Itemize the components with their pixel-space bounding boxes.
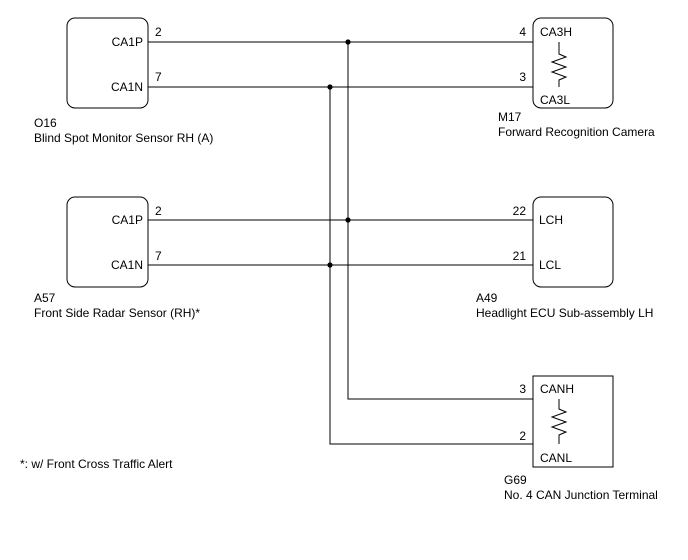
- a49-pin-label-lch: LCH: [539, 213, 563, 227]
- junction-dot: [327, 262, 333, 268]
- a57-pin-number-ca1p: 2: [155, 204, 162, 218]
- m17-pin-label-ca3h: CA3H: [540, 25, 572, 39]
- m17-name: Forward Recognition Camera: [498, 125, 655, 139]
- m17-pin-number-ca3h: 4: [519, 25, 526, 39]
- o16-name: Blind Spot Monitor Sensor RH (A): [34, 131, 213, 145]
- a57-pin-number-ca1n: 7: [155, 249, 162, 263]
- o16-pin-label-ca1n: CA1N: [111, 80, 143, 94]
- m17-pin-number-ca3l: 3: [519, 70, 526, 84]
- a49-pin-number-lcl: 21: [513, 249, 527, 263]
- component-a49: LCH LCL 22 21 A49 Headlight ECU Sub-asse…: [476, 196, 653, 320]
- wire-can-high-bus: [347, 42, 533, 400]
- o16-pin-number-ca1p: 2: [155, 25, 162, 39]
- g69-pin-label-canl: CANL: [540, 451, 572, 465]
- junction-dot: [327, 84, 333, 90]
- component-g69: CANH CANL 3 2 G69 No. 4 CAN Junction Ter…: [504, 375, 658, 502]
- g69-pin-number-canl: 2: [519, 429, 526, 443]
- footnote: *: w/ Front Cross Traffic Alert: [20, 457, 173, 471]
- a49-name: Headlight ECU Sub-assembly LH: [476, 306, 653, 320]
- g69-pin-number-canh: 3: [519, 382, 526, 396]
- junction-dot: [345, 39, 351, 45]
- o16-pin-label-ca1p: CA1P: [112, 35, 143, 49]
- g69-name: No. 4 CAN Junction Terminal: [504, 488, 658, 502]
- wires: [148, 41, 533, 445]
- component-o16: CA1P CA1N 2 7 O16 Blind Spot Monitor Sen…: [34, 17, 213, 145]
- g69-box: [532, 375, 614, 468]
- a57-pin-label-ca1p: CA1P: [112, 213, 143, 227]
- component-m17: CA3H CA3L 4 3 M17 Forward Recognition Ca…: [498, 17, 655, 139]
- m17-box: [532, 17, 614, 109]
- component-a57: CA1P CA1N 2 7 A57 Front Side Radar Senso…: [34, 196, 200, 320]
- a57-box: [66, 196, 149, 288]
- g69-termination-resistor-icon: [550, 399, 568, 444]
- o16-pin-number-ca1n: 7: [155, 70, 162, 84]
- a49-pin-label-lcl: LCL: [539, 258, 561, 272]
- o16-box: [66, 17, 149, 109]
- g69-code: G69: [504, 473, 527, 487]
- a49-code: A49: [476, 291, 498, 305]
- m17-pin-label-ca3l: CA3L: [540, 93, 570, 107]
- junctions: [327, 39, 351, 268]
- wire-can-low-bus: [329, 87, 533, 445]
- a57-code: A57: [34, 291, 56, 305]
- a57-name: Front Side Radar Sensor (RH)*: [34, 306, 200, 320]
- junction-dot: [345, 217, 351, 223]
- a49-pin-number-lch: 22: [513, 204, 527, 218]
- o16-code: O16: [34, 116, 57, 130]
- m17-termination-resistor-icon: [550, 42, 568, 87]
- g69-pin-label-canh: CANH: [540, 382, 574, 396]
- a49-box: [532, 196, 614, 288]
- a57-pin-label-ca1n: CA1N: [111, 258, 143, 272]
- m17-code: M17: [498, 110, 522, 124]
